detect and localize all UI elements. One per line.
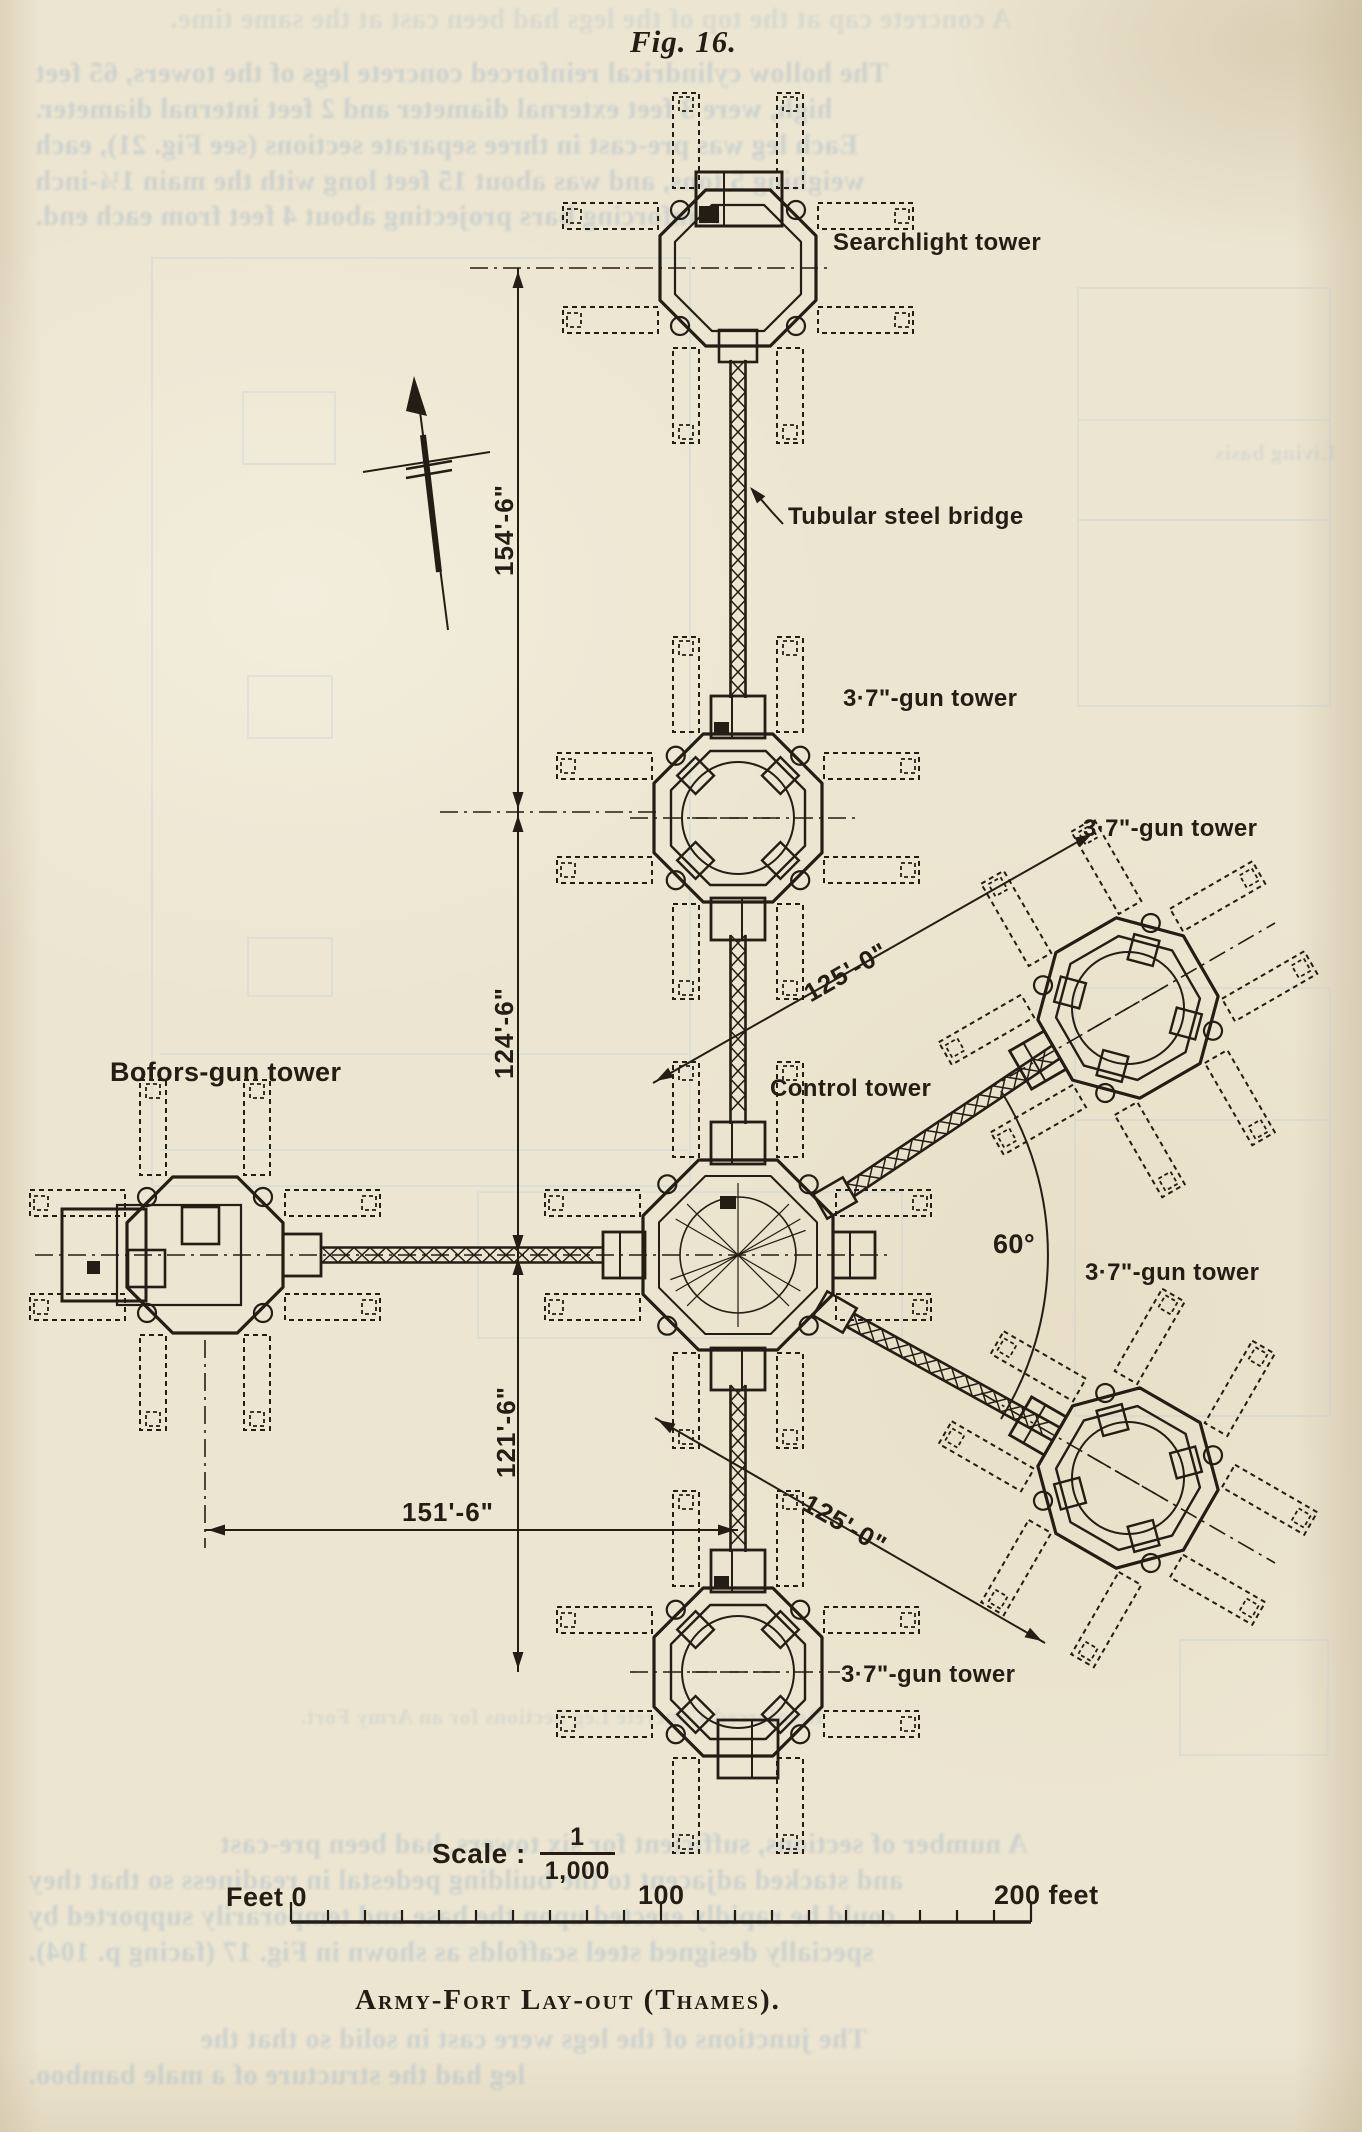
scale-numerator: 1 [570,1823,585,1851]
dimension-151-6: 151'-6" [401,1497,494,1527]
gun-tower-middle-label: 3·7"-gun tower [843,685,1018,712]
scalebar-feet-zero: Feet 0 [226,1882,308,1912]
control-tower-label: Control tower [770,1075,932,1102]
figure-caption: Army-Fort Lay-out (Thames). [355,1984,781,2016]
scalebar-100: 100 [638,1880,685,1910]
gun-tower-upper-right-label: 3·7"-gun tower [1083,815,1258,842]
bofors-tower-label: Bofors-gun tower [110,1057,342,1087]
scale-fraction: 1 1,000 [539,1822,615,1886]
tubular-steel-bridge-label: Tubular steel bridge [788,503,1024,530]
gun-tower-right-label: 3·7"-gun tower [1085,1259,1260,1286]
scale-denominator: 1,000 [539,1852,615,1886]
scale-note: Scale : 1 1,000 [432,1822,615,1886]
figure-number: Fig. 16. [630,24,738,59]
angle-60-label: 60° [993,1229,1036,1259]
dimension-124-6: 124'-6" [489,987,519,1080]
dimension-121-6: 121'-6" [491,1386,521,1479]
gun-tower-bottom-label: 3·7"-gun tower [841,1661,1016,1688]
scalebar-200-feet: 200 feet [994,1880,1099,1910]
dimension-154-6: 154'-6" [489,484,519,577]
searchlight-tower-label: Searchlight tower [833,229,1042,256]
scale-prefix: Scale : [432,1838,526,1869]
